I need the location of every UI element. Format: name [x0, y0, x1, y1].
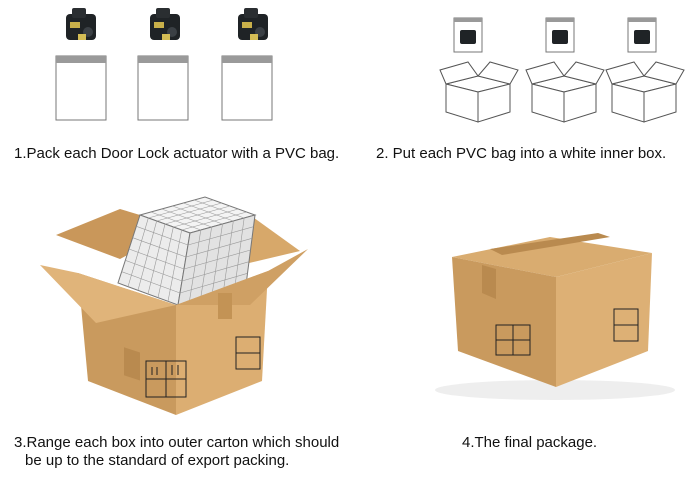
tape-strip: [124, 347, 140, 381]
carton-front-flap-left: [40, 265, 176, 323]
step-4-caption: 4.The final package.: [462, 434, 598, 451]
grid-line: [179, 273, 248, 294]
step-3-panel: 3.Range each box into outer carton which…: [0, 175, 370, 486]
shipping-symbols-icon: [145, 336, 261, 398]
bagged-actuator-icon: [627, 17, 657, 53]
door-lock-actuator-icon: [150, 8, 180, 40]
carton-top: [452, 237, 652, 277]
step-1-caption: 1.Pack each Door Lock actuator with a PV…: [14, 145, 340, 162]
carton-right-face: [176, 271, 268, 415]
step-4-panel: 4.The final package.: [370, 175, 700, 486]
shipping-symbols-icon: [495, 308, 639, 356]
tape-strip: [490, 233, 610, 255]
tape-strip: [482, 265, 496, 299]
white-inner-box-icon: [525, 61, 605, 123]
door-lock-actuator-icon: [238, 8, 268, 40]
step-3-illustration: [40, 196, 308, 415]
carton-right-face: [556, 253, 652, 387]
step-1-illustration: [55, 8, 273, 121]
step-3-caption: 3.Range each box into outer carton which…: [14, 434, 339, 470]
step-3-caption-line-1: 3.Range each box into outer carton which…: [14, 434, 340, 451]
white-inner-box-icon: [605, 61, 685, 123]
tape-strip: [218, 293, 232, 319]
carton-left-face: [452, 257, 556, 387]
pvc-bag-icon: [55, 55, 107, 121]
pvc-bag-icon: [221, 55, 273, 121]
pvc-bag-icon: [137, 55, 189, 121]
step-2-panel: 2. Put each PVC bag into a white inner b…: [350, 0, 700, 175]
bagged-actuator-icon: [453, 17, 483, 53]
bagged-actuator-icon: [545, 17, 575, 53]
grid-line: [181, 211, 247, 231]
white-inner-box-icon: [439, 61, 519, 123]
step-1-panel: 1.Pack each Door Lock actuator with a PV…: [0, 0, 350, 175]
carton-front-flap-right: [176, 249, 308, 305]
grid-line: [121, 271, 181, 294]
step-3-caption-line-2: be up to the standard of export packing.: [25, 452, 290, 469]
step-2-caption: 2. Put each PVC bag into a white inner b…: [376, 145, 667, 162]
step-4-illustration: [435, 233, 675, 400]
door-lock-actuator-icon: [66, 8, 96, 40]
step-2-illustration: [439, 17, 685, 123]
box-shadow: [435, 380, 675, 400]
